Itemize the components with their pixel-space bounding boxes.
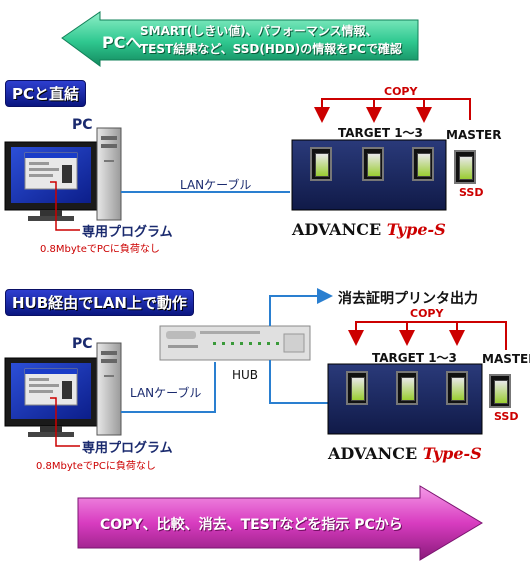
section2-copy-label: COPY xyxy=(410,307,444,320)
section1-program-label: 専用プログラム xyxy=(82,225,173,240)
top-arrow-shape xyxy=(61,11,419,67)
section2-brand-name: ADVANCE xyxy=(328,444,418,463)
top-arrow-prefix: PCへ xyxy=(102,33,142,52)
section2-cable-label: LANケーブル xyxy=(130,386,202,400)
section1-brand-name: ADVANCE xyxy=(292,220,382,239)
section2-brand-suffix: Type-S xyxy=(422,444,482,463)
target-bay-1 xyxy=(310,147,332,181)
drive-icon xyxy=(451,377,465,401)
section2-target-label: TARGET 1～3 xyxy=(372,351,457,365)
section2-banner: HUB経由でLAN上で動作 xyxy=(5,289,194,316)
section1-pc-label: PC xyxy=(72,117,93,133)
top-arrow-line1: SMART(しきい値)、パフォーマンス情報、 xyxy=(140,24,378,38)
target-bay-4 xyxy=(346,371,368,405)
target-bay-3 xyxy=(412,147,434,181)
section2-master-label: MASTER xyxy=(482,352,530,366)
drive-icon xyxy=(459,156,473,180)
pc-tower-1 xyxy=(96,127,122,221)
section1-program-note: 0.8MbyteでPCに負荷なし xyxy=(40,244,160,255)
section2-program-label: 専用プログラム xyxy=(82,441,173,456)
section1-master-label: MASTER xyxy=(446,128,502,142)
section1-brand-suffix: Type-S xyxy=(386,220,446,239)
hub-device xyxy=(159,325,311,361)
master-bay-2 xyxy=(489,374,511,408)
drive-icon xyxy=(494,380,508,404)
top-arrow-line2: TEST結果など、SSD(HDD)の情報をPCで確認 xyxy=(140,42,402,56)
target-bay-2 xyxy=(362,147,384,181)
drive-icon xyxy=(315,153,329,177)
drive-icon xyxy=(351,377,365,401)
section1-copy-label: COPY xyxy=(384,85,418,98)
pc-tower-2 xyxy=(96,342,122,436)
target-bay-5 xyxy=(396,371,418,405)
pc-monitor-1 xyxy=(4,141,98,221)
master-bay-1 xyxy=(454,150,476,184)
section2-ssd-label: SSD xyxy=(494,410,519,423)
bottom-arrow-text: COPY、比較、消去、TESTなどを指示 PCから xyxy=(100,517,403,533)
section1-brand: ADVANCE Type-S xyxy=(292,220,446,239)
bottom-arrow-shape xyxy=(77,485,483,561)
section2-brand: ADVANCE Type-S xyxy=(328,444,482,463)
section1-target-label: TARGET 1～3 xyxy=(338,126,423,140)
section2-pc-label: PC xyxy=(72,336,93,352)
drive-icon xyxy=(367,153,381,177)
section1-ssd-label: SSD xyxy=(459,186,484,199)
pc-monitor-2 xyxy=(4,357,98,437)
section1-cable-label: LANケーブル xyxy=(180,178,252,192)
drive-icon xyxy=(417,153,431,177)
section2-program-note: 0.8MbyteでPCに負荷なし xyxy=(36,461,156,472)
section1-banner: PCと直結 xyxy=(5,80,87,107)
drive-icon xyxy=(401,377,415,401)
target-bay-6 xyxy=(446,371,468,405)
section2-printer-label: 消去証明プリンタ出力 xyxy=(338,291,478,307)
section2-hub-label: HUB xyxy=(232,368,259,382)
